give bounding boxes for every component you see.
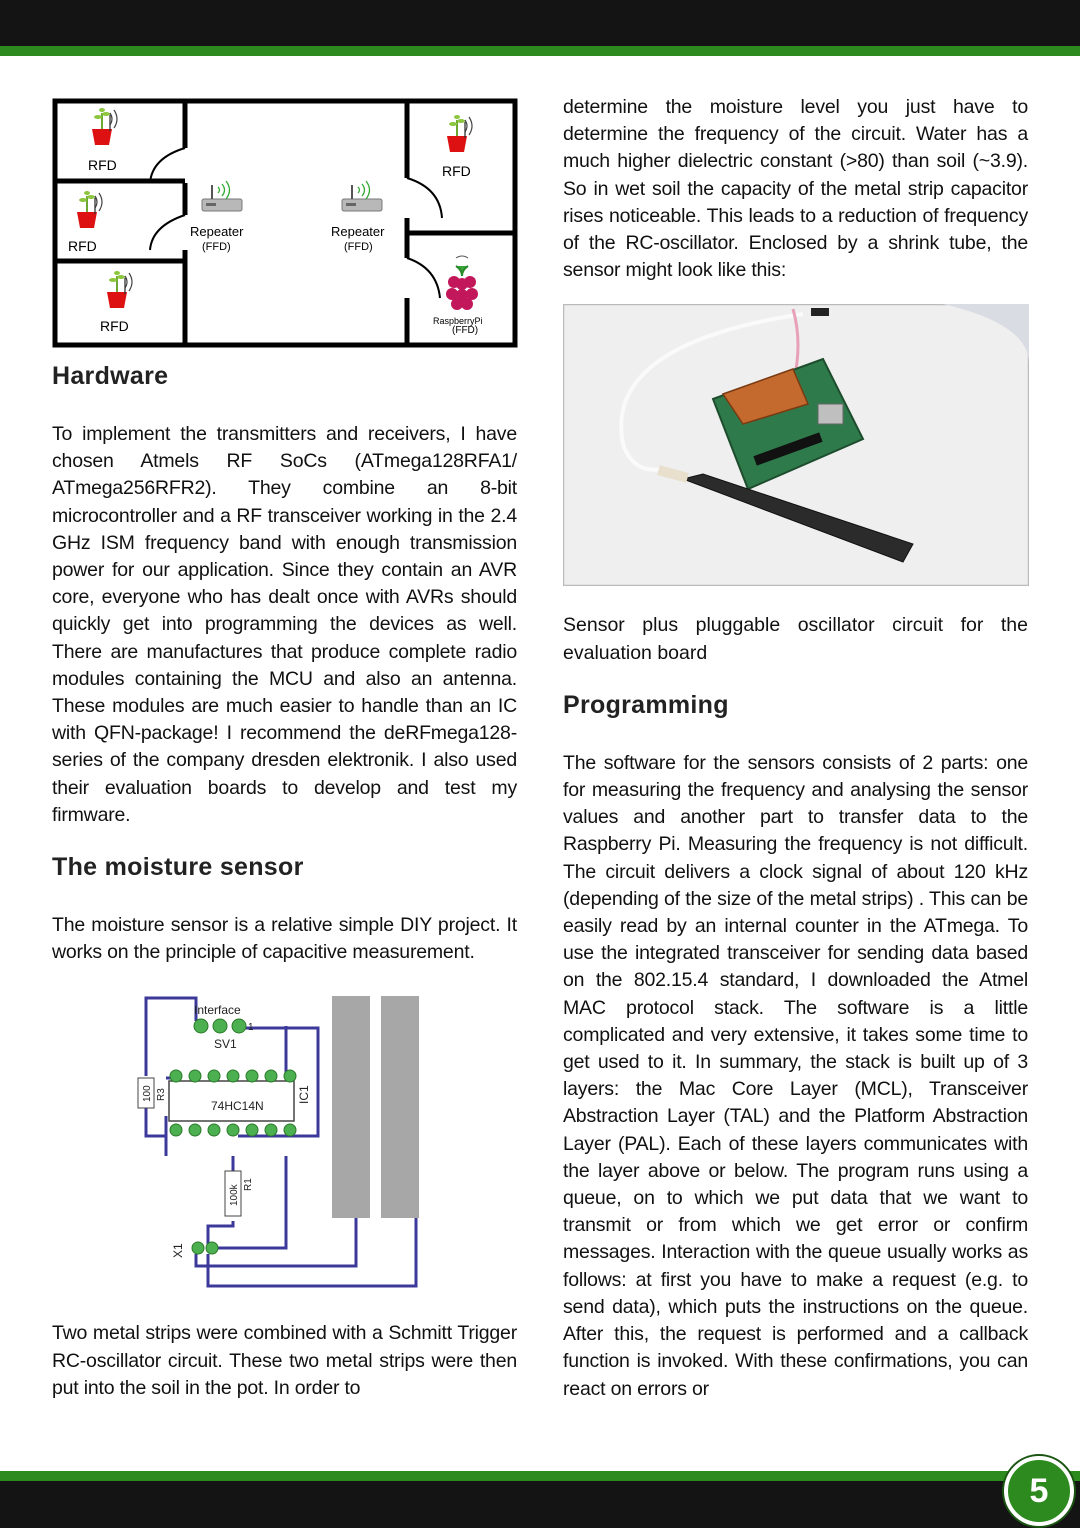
rfd-label: RFD	[88, 157, 117, 173]
moisture-body: The moisture sensor is a relative simple…	[52, 914, 517, 964]
network-floorplan: RFD RFD RFD RFD Repeater (FFD) Repeater …	[52, 98, 518, 348]
metal-strip	[381, 996, 419, 1219]
top-accent-stripe	[0, 46, 1080, 56]
right-column: determine the moisture level you just ha…	[563, 94, 1029, 1403]
bottom-bar	[0, 1481, 1080, 1528]
ic-name-label: 74HC14N	[211, 1099, 264, 1113]
r3-value: 100	[142, 1085, 153, 1102]
r1-label: R1	[243, 1178, 254, 1191]
repeater-label: Repeater	[331, 224, 385, 239]
repeater-label: Repeater	[190, 224, 244, 239]
rfd-label: RFD	[100, 318, 129, 334]
raspberry-pi-icon	[446, 255, 478, 310]
bottom-accent-stripe	[0, 1471, 1080, 1481]
rpi-label: RaspberryPi	[433, 316, 483, 326]
page-number: 5	[1004, 1456, 1074, 1526]
ic1-label: IC1	[297, 1085, 311, 1104]
metal-strip	[332, 996, 370, 1219]
left-column: RFD RFD RFD RFD Repeater (FFD) Repeater …	[52, 98, 518, 1402]
hardware-heading: Hardware	[52, 362, 169, 390]
sensor-photo	[563, 304, 1029, 587]
programming-heading: Programming	[563, 690, 729, 719]
resistor-r1	[224, 1170, 242, 1217]
photo-caption: Sensor plus pluggable oscillator circuit…	[563, 614, 1028, 664]
moisture-heading: The moisture sensor	[52, 853, 304, 882]
top-bar	[0, 0, 1080, 46]
rpi-sub-label: (FFD)	[452, 325, 478, 336]
x1-label: X1	[171, 1243, 185, 1258]
oscillator-schematic: Interface SV1 1 74HC14N IC1 R3 100 R1 10…	[137, 996, 419, 1288]
moisture-continued-right: determine the moisture level you just ha…	[563, 96, 1028, 282]
ffd-label: (FFD)	[202, 241, 231, 253]
rfd-label: RFD	[442, 163, 471, 179]
rfd-label: RFD	[68, 238, 97, 254]
hardware-body: To implement the transmitters and receiv…	[52, 423, 517, 826]
r3-label: R3	[156, 1088, 167, 1101]
moisture-continued: Two metal strips were combined with a Sc…	[52, 1322, 517, 1399]
resistor-r3	[137, 1077, 155, 1109]
r1-value: 100k	[229, 1184, 240, 1207]
interface-label: Interface	[194, 1003, 241, 1017]
pin1-label: 1	[248, 1022, 254, 1033]
ffd-label: (FFD)	[344, 241, 373, 253]
sv1-label: SV1	[214, 1037, 237, 1051]
programming-body: The software for the sensors consists of…	[563, 751, 1028, 1400]
